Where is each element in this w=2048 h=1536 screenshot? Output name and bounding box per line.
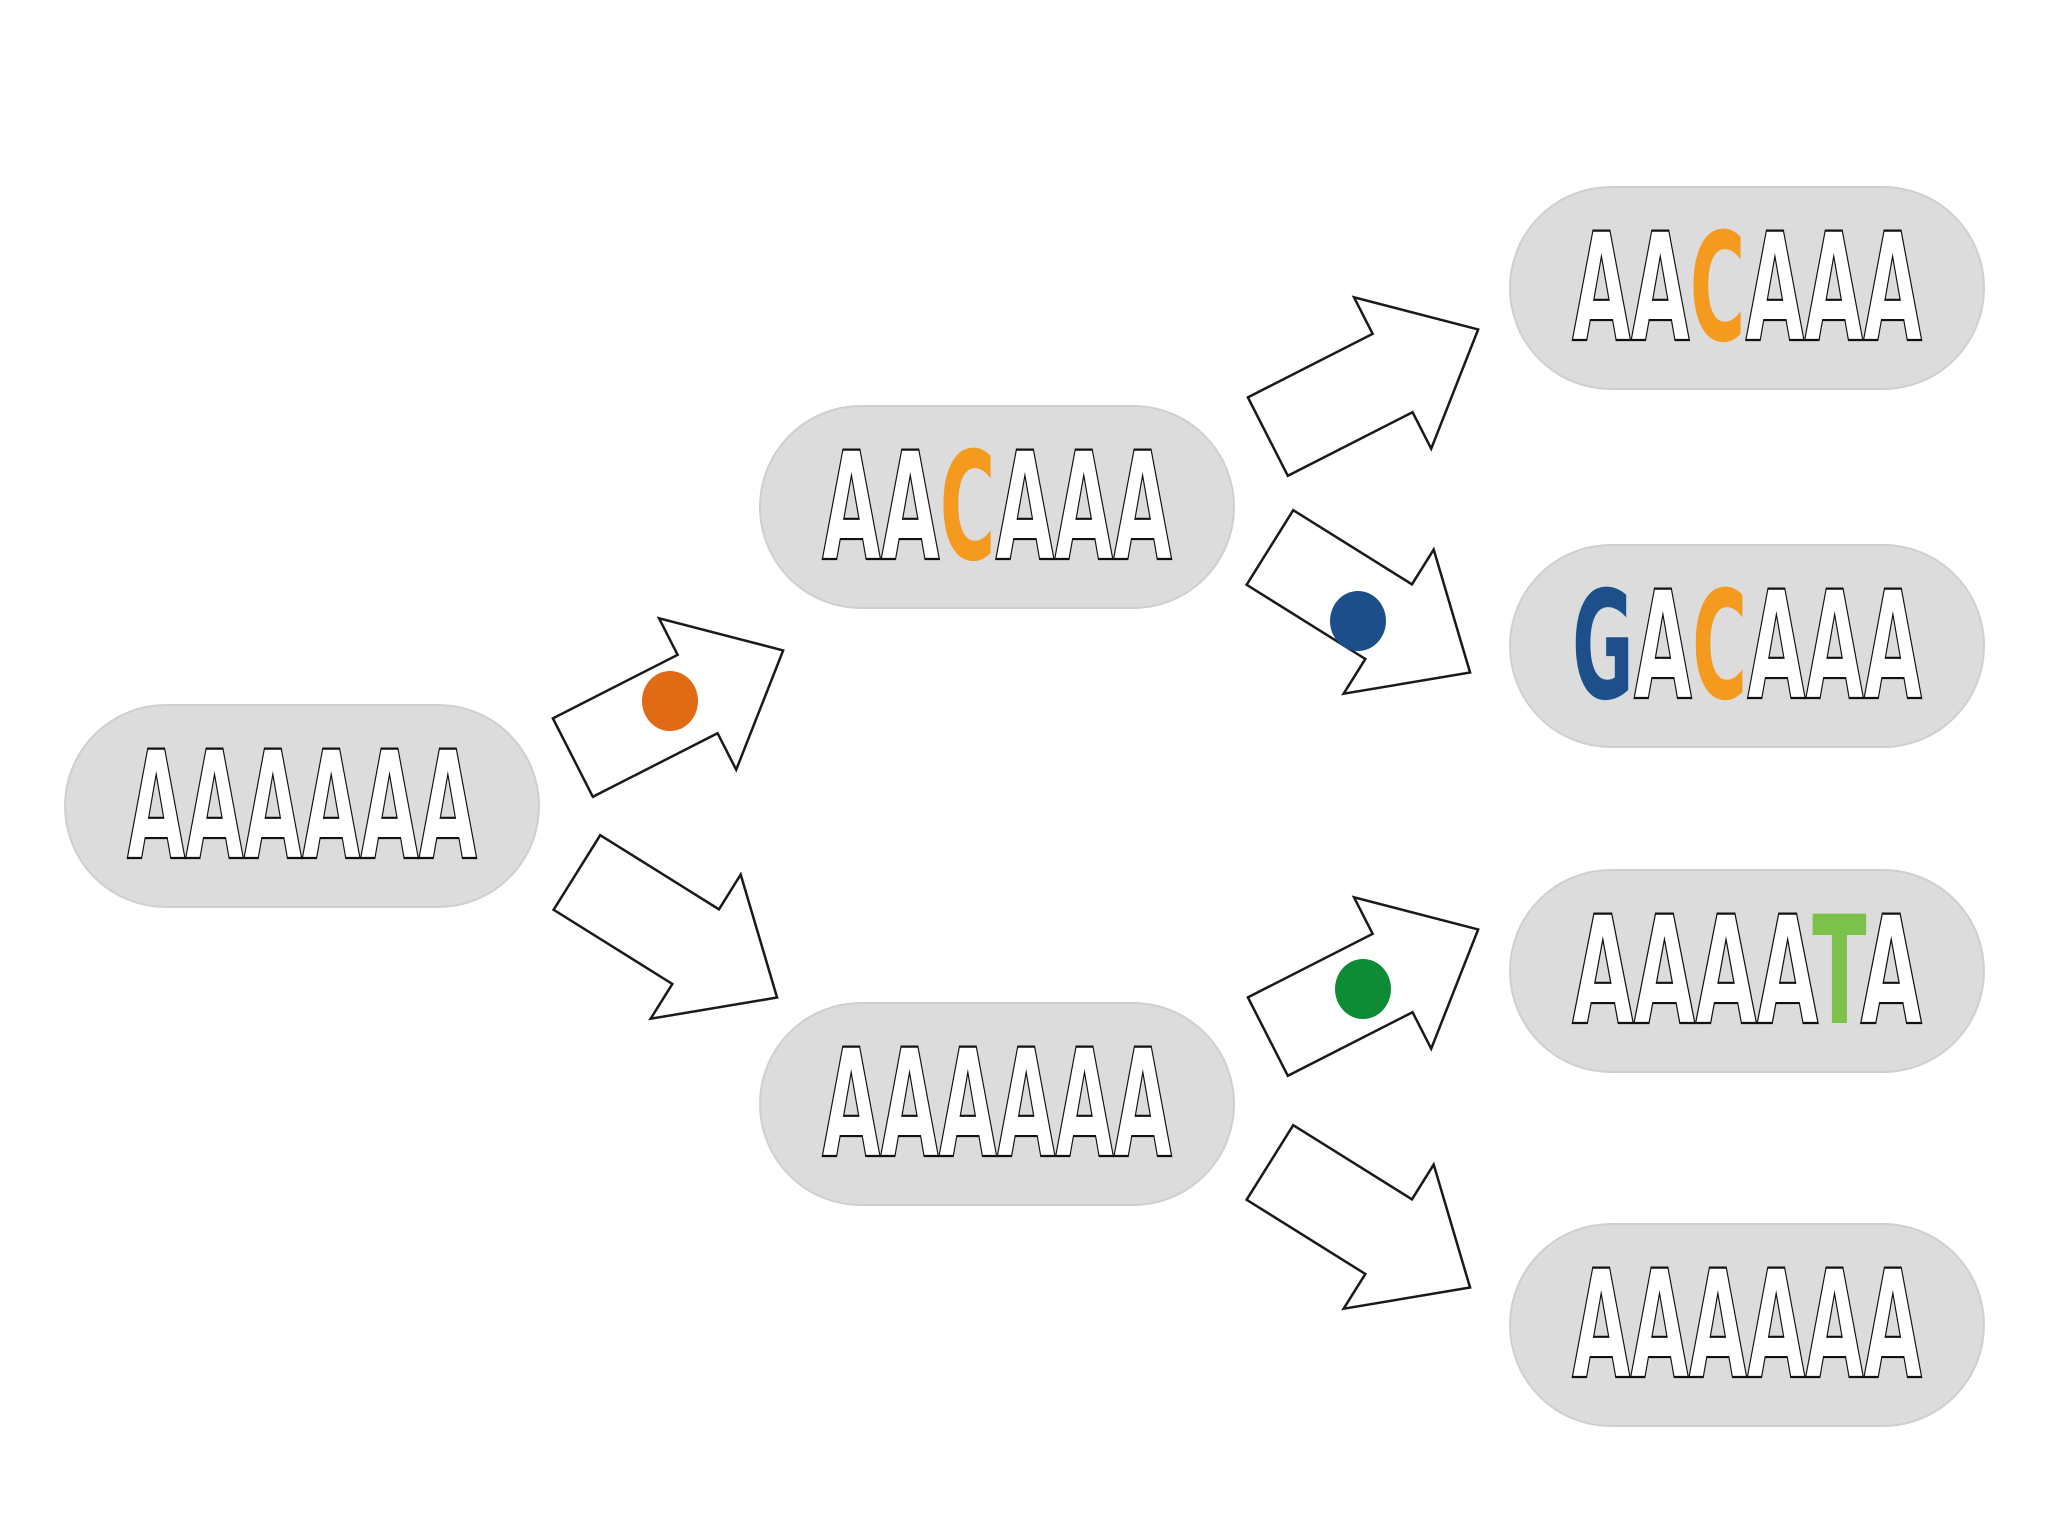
base-letter: A xyxy=(822,421,881,595)
base-letter: A xyxy=(1747,560,1805,734)
sequence-pill xyxy=(1509,544,1985,748)
sequence-node-gen1-top: AACAAA xyxy=(759,405,1235,609)
sequence-pill xyxy=(1509,186,1985,390)
base-letter: A xyxy=(880,1018,938,1192)
base-letter: A xyxy=(1630,1239,1688,1413)
sequence-node-gen2-4: AAAAAA xyxy=(1509,1223,1985,1427)
sequence-text: AAAAAA xyxy=(127,720,477,894)
base-letter: A xyxy=(997,1018,1055,1192)
sequence-text: AACAAA xyxy=(822,421,1172,595)
base-letter: G xyxy=(1572,560,1634,734)
base-letter: A xyxy=(1860,885,1922,1059)
sequence-text: AAAAAA xyxy=(1572,1239,1922,1413)
base-letter: A xyxy=(1055,1018,1113,1192)
base-letter: A xyxy=(1804,202,1863,376)
sequence-node-gen2-1: AACAAA xyxy=(1509,186,1985,390)
sequence-node-gen1-bottom: AAAAAA xyxy=(759,1002,1235,1206)
sequence-node-gen2-2: GACAAA xyxy=(1509,544,1985,748)
sequence-text: GACAAA xyxy=(1572,560,1922,734)
sequence-node-gen2-3: AAAATA xyxy=(1509,869,1985,1073)
base-letter: A xyxy=(185,720,243,894)
base-letter: A xyxy=(244,720,302,894)
sequence-pill xyxy=(1509,1223,1985,1427)
base-letter: A xyxy=(360,720,418,894)
base-letter: A xyxy=(822,1018,880,1192)
arrow-gen1-bottom-to-gen2-3 xyxy=(1246,895,1480,1078)
arrow-gen1-top-to-gen2-1 xyxy=(1246,295,1480,478)
base-letter: A xyxy=(1747,1239,1805,1413)
sequence-text: AAAATA xyxy=(1572,885,1922,1059)
sequence-pill xyxy=(1509,869,1985,1073)
base-letter: A xyxy=(1864,1239,1922,1413)
base-letter: A xyxy=(1113,421,1172,595)
base-letter: A xyxy=(1634,560,1692,734)
base-letter: A xyxy=(1805,1239,1863,1413)
base-letter: A xyxy=(1054,421,1113,595)
base-letter: A xyxy=(1745,202,1804,376)
base-letter: T xyxy=(1812,885,1866,1059)
base-letter: A xyxy=(419,720,477,894)
base-letter: A xyxy=(1757,885,1819,1059)
edges-layer xyxy=(551,295,1480,1311)
sequence-pill xyxy=(64,704,540,908)
base-letter: A xyxy=(302,720,360,894)
sequence-pill xyxy=(759,1002,1235,1206)
base-letter: A xyxy=(1572,202,1631,376)
base-letter: A xyxy=(1634,885,1696,1059)
sequence-text: AAAAAA xyxy=(822,1018,1172,1192)
mutation-dot-icon xyxy=(1330,591,1386,651)
mutation-dot-icon xyxy=(1335,959,1391,1019)
base-letter: C xyxy=(1692,560,1747,734)
base-letter: A xyxy=(1689,1239,1747,1413)
base-letter: A xyxy=(1864,560,1922,734)
arrow-icon xyxy=(1246,295,1480,478)
base-letter: A xyxy=(1863,202,1922,376)
sequence-text: AACAAA xyxy=(1572,202,1922,376)
base-letter: A xyxy=(995,421,1054,595)
arrow-gen1-bottom-to-gen2-4 xyxy=(1244,1123,1472,1311)
base-letter: A xyxy=(1806,560,1864,734)
sequence-pill xyxy=(759,405,1235,609)
base-letter: A xyxy=(1114,1018,1172,1192)
base-letter: A xyxy=(127,720,185,894)
arrow-icon xyxy=(551,833,779,1021)
mutation-dot-icon xyxy=(642,671,698,731)
base-letter: A xyxy=(1572,885,1634,1059)
base-letter: A xyxy=(1572,1239,1630,1413)
arrow-root-to-gen1-top xyxy=(551,616,785,799)
base-letter: A xyxy=(939,1018,997,1192)
base-letter: A xyxy=(1695,885,1757,1059)
arrow-icon xyxy=(1244,1123,1472,1311)
base-letter: C xyxy=(940,421,996,595)
base-letter: A xyxy=(1631,202,1690,376)
arrow-gen1-top-to-gen2-2 xyxy=(1244,508,1472,696)
base-letter: A xyxy=(881,421,940,595)
arrow-root-to-gen1-bottom xyxy=(551,833,779,1021)
nodes-layer: AAAAAAAACAAAAAAAAAAACAAAGACAAAAAAATAAAAA… xyxy=(64,186,1985,1427)
base-letter: C xyxy=(1690,202,1746,376)
sequence-node-root: AAAAAA xyxy=(64,704,540,908)
